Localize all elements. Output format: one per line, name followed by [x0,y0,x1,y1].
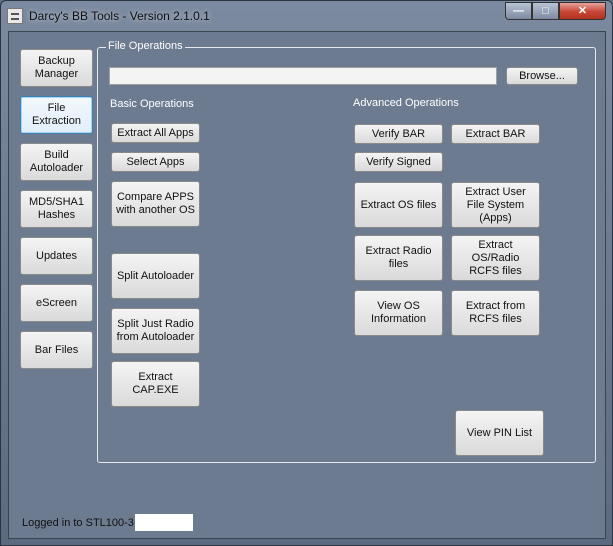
sidebar-item-md5-sha1-hashes[interactable]: MD5/SHA1 Hashes [20,190,93,228]
sidebar-item-build-autoloader[interactable]: Build Autoloader [20,143,93,181]
basic-operations-heading: Basic Operations [110,98,194,110]
split-just-radio-button[interactable]: Split Just Radio from Autoloader [111,308,200,354]
extract-from-rcfs-button[interactable]: Extract from RCFS files [451,290,540,336]
window-title: Darcy's BB Tools - Version 2.1.0.1 [29,9,210,23]
extract-os-radio-rcfs-button[interactable]: Extract OS/Radio RCFS files [451,235,540,281]
sidebar-item-escreen[interactable]: eScreen [20,284,93,322]
extract-cap-exe-button[interactable]: Extract CAP.EXE [111,361,200,407]
sidebar-item-file-extraction[interactable]: File Extraction [20,96,93,134]
file-operations-group: File Operations Browse... Basic Operatio… [97,40,596,463]
advanced-operations-heading: Advanced Operations [353,97,459,109]
client-area: Backup Manager File Extraction Build Aut… [8,31,606,539]
compare-apps-button[interactable]: Compare APPS with another OS [111,181,200,227]
close-button[interactable]: ✕ [559,2,606,20]
extract-os-files-button[interactable]: Extract OS files [354,182,443,228]
minimize-button[interactable]: — [505,2,532,20]
maximize-button[interactable]: □ [532,2,559,20]
view-os-information-button[interactable]: View OS Information [354,290,443,336]
sidebar-item-updates[interactable]: Updates [20,237,93,275]
app-icon [7,8,23,24]
select-apps-button[interactable]: Select Apps [111,152,200,172]
verify-signed-button[interactable]: Verify Signed [354,152,443,172]
file-path-input[interactable] [109,67,497,85]
status-text: Logged in to STL100-3 [22,517,134,529]
sidebar-item-backup-manager[interactable]: Backup Manager [20,49,93,87]
file-operations-title: File Operations [106,40,185,52]
split-autoloader-button[interactable]: Split Autoloader [111,253,200,299]
browse-button[interactable]: Browse... [506,67,578,85]
extract-bar-button[interactable]: Extract BAR [451,124,540,144]
verify-bar-button[interactable]: Verify BAR [354,124,443,144]
redacted-pin-block [135,514,193,531]
extract-all-apps-button[interactable]: Extract All Apps [111,123,200,143]
title-bar[interactable]: Darcy's BB Tools - Version 2.1.0.1 — □ ✕ [1,1,612,31]
sidebar-item-bar-files[interactable]: Bar Files [20,331,93,369]
extract-radio-files-button[interactable]: Extract Radio files [354,235,443,281]
extract-user-file-system-button[interactable]: Extract User File System (Apps) [451,182,540,228]
view-pin-list-button[interactable]: View PIN List [455,410,544,456]
